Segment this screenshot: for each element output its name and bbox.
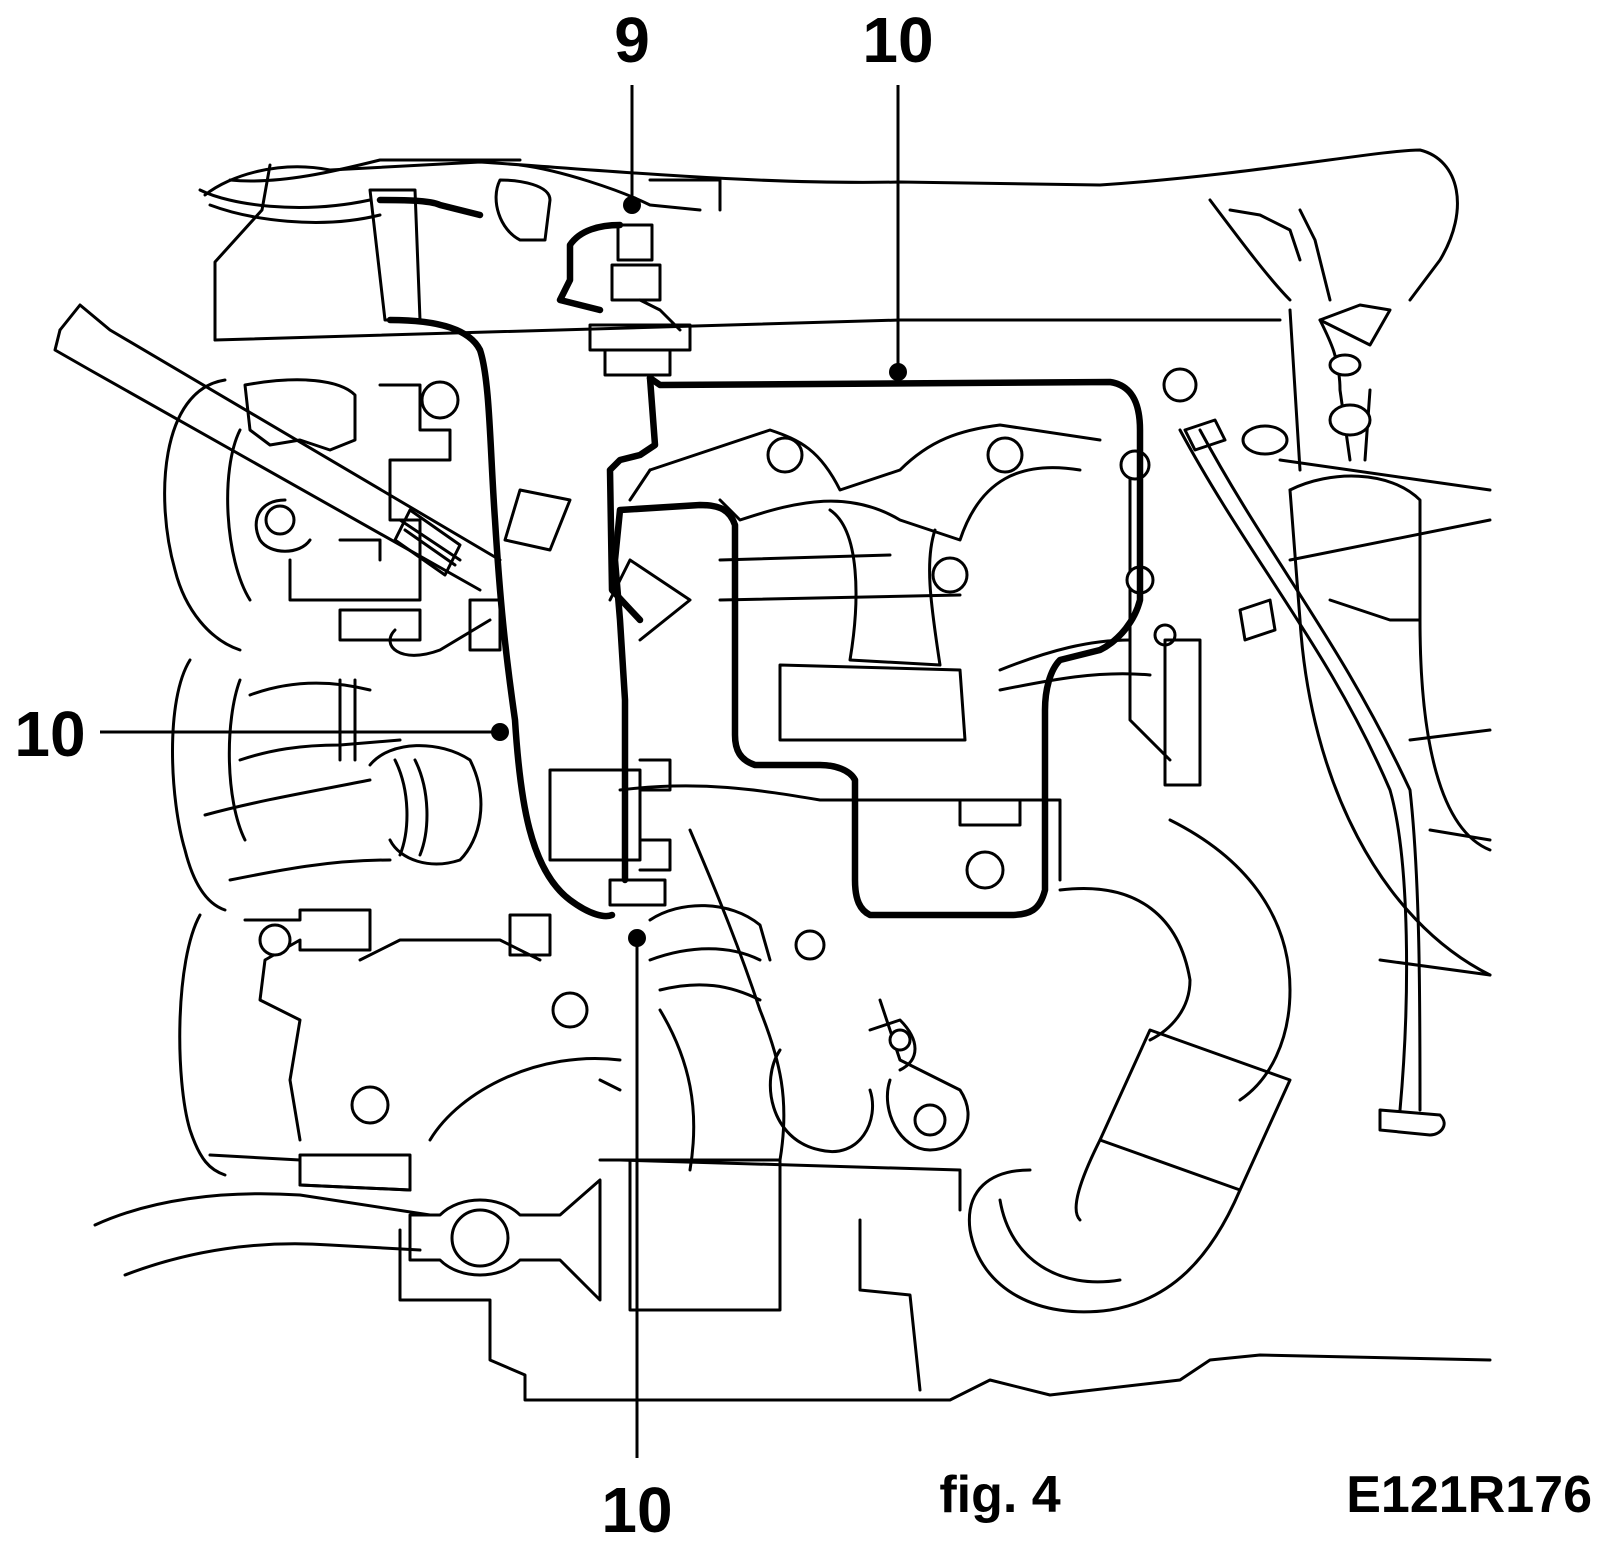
callout-10-left: 10: [14, 698, 85, 770]
figure-caption: fig. 4: [939, 1466, 1060, 1524]
callout-9-top: 9: [614, 4, 650, 76]
callout-10-top: 10: [862, 4, 933, 76]
leader-dot-10-left: [491, 723, 509, 741]
leader-lines: [100, 85, 907, 1458]
hoses: [53, 158, 1492, 1314]
engine-block: [93, 148, 1492, 1402]
callouts: 9 10 10 10: [14, 4, 933, 1546]
callout-10-bottom: 10: [601, 1474, 672, 1546]
left-components: [243, 378, 782, 1312]
leader-dot-10-bottom: [628, 929, 646, 947]
leader-dot-10-top: [889, 363, 907, 381]
wiring-harness: [376, 196, 1144, 920]
exhaust-manifold: [608, 423, 1152, 1154]
leader-dot-9-top: [623, 196, 641, 214]
reference-code: E121R176: [1346, 1466, 1592, 1524]
bolts: [766, 367, 1198, 961]
